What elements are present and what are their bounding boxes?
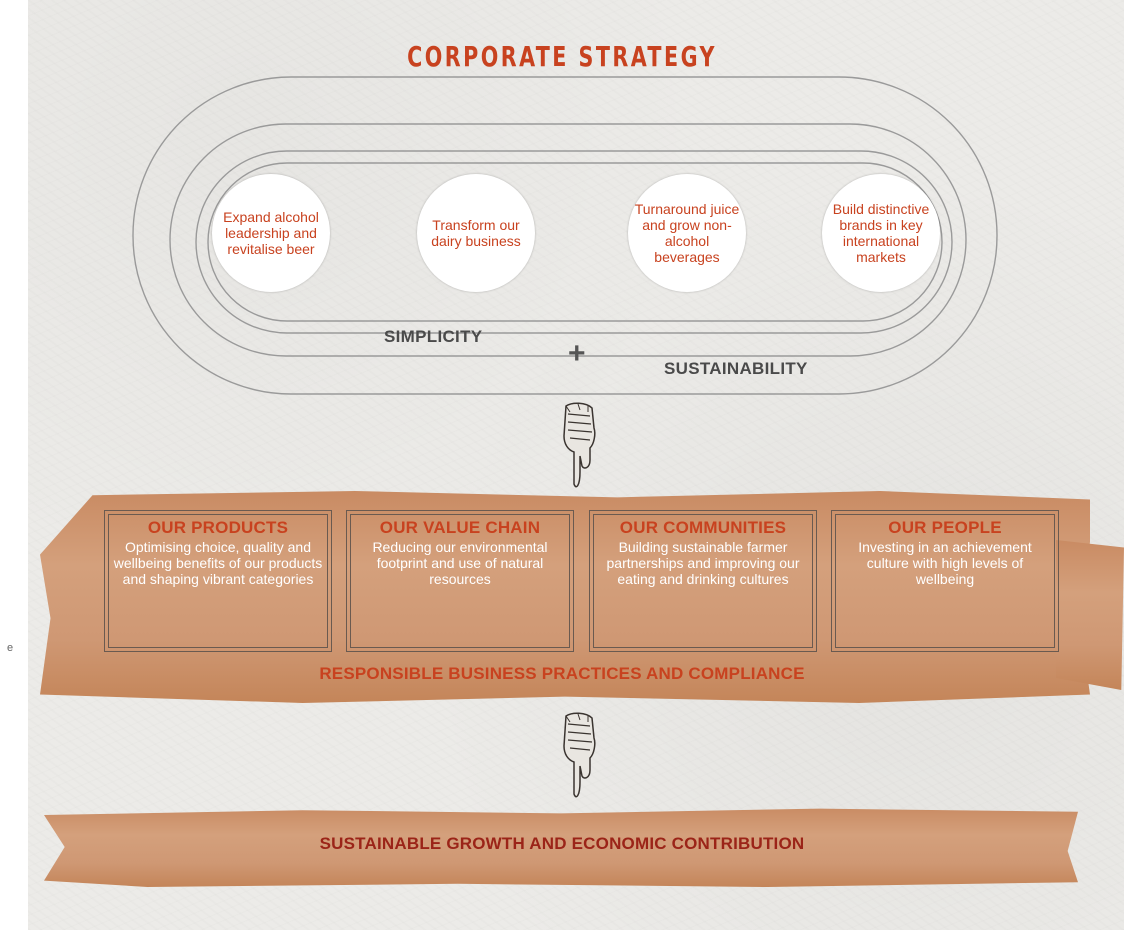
focus-description: Reducing our environmental footprint and… bbox=[372, 539, 548, 587]
focus-box-communities: OUR COMMUNITIES Building sustainable far… bbox=[589, 510, 817, 652]
focus-description: Optimising choice, quality and wellbeing… bbox=[113, 539, 323, 587]
edge-text-fragment: e bbox=[7, 642, 14, 654]
simplicity-label: SIMPLICITY bbox=[384, 327, 483, 346]
pointing-hand-icon bbox=[563, 712, 596, 798]
focus-heading: OUR COMMUNITIES bbox=[619, 518, 787, 537]
focus-heading: OUR PRODUCTS bbox=[147, 518, 289, 537]
pillar-circle-1: Expand alcohol leadership and revitalise… bbox=[212, 174, 330, 292]
tape-band-top-edge bbox=[1056, 540, 1124, 690]
pillar-label: Turnaround juice and grow non-alcohol be… bbox=[634, 201, 740, 265]
focus-box-products: OUR PRODUCTS Optimising choice, quality … bbox=[104, 510, 332, 652]
focus-description: Investing in an achievement culture with… bbox=[858, 539, 1032, 587]
loop-inner-2 bbox=[207, 162, 943, 322]
loop-middle bbox=[169, 123, 967, 357]
tape-band-bottom bbox=[44, 808, 1078, 887]
pillar-circle-2: Transform our dairy business bbox=[417, 174, 535, 292]
loop-outer bbox=[132, 76, 998, 395]
focus-heading: OUR PEOPLE bbox=[888, 518, 1002, 537]
foundation-label: RESPONSIBLE BUSINESS PRACTICES AND COMPL… bbox=[319, 664, 805, 683]
focus-heading: OUR VALUE CHAIN bbox=[379, 518, 541, 537]
loop-inner-1 bbox=[195, 150, 953, 334]
tape-band-top bbox=[40, 491, 1090, 703]
pillar-label: Transform our dairy business bbox=[431, 217, 521, 249]
plus-sign: + bbox=[568, 337, 586, 370]
pillar-circle-4: Build distinctive brands in key internat… bbox=[822, 174, 940, 292]
focus-box-value-chain: OUR VALUE CHAIN Reducing our environment… bbox=[346, 510, 574, 652]
outcome-label: SUSTAINABLE GROWTH AND ECONOMIC CONTRIBU… bbox=[319, 834, 805, 853]
pointing-hand-icon bbox=[563, 402, 596, 488]
pillar-label: Build distinctive brands in key internat… bbox=[832, 201, 930, 265]
focus-description: Building sustainable farmer partnerships… bbox=[606, 539, 800, 587]
focus-box-people: OUR PEOPLE Investing in an achievement c… bbox=[831, 510, 1059, 652]
diagram-title: CORPORATE STRATEGY bbox=[407, 40, 717, 73]
pillar-label: Expand alcohol leadership and revitalise… bbox=[223, 209, 319, 257]
sustainability-label: SUSTAINABILITY bbox=[664, 359, 808, 378]
pillar-circle-3: Turnaround juice and grow non-alcohol be… bbox=[628, 174, 746, 292]
